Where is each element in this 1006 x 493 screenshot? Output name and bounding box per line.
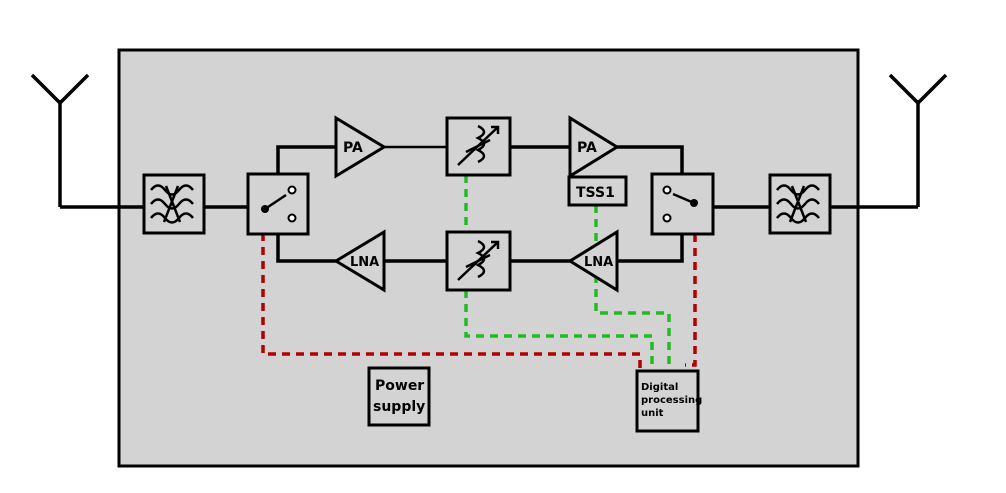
bandpass-filter-right-icon xyxy=(768,173,832,235)
dpu-label: Digital processing unit xyxy=(641,382,706,419)
control-line-tss xyxy=(594,205,671,371)
power-supply-line-1: Power xyxy=(375,378,424,394)
phase-shifter-bottom-icon xyxy=(445,230,512,292)
tss1-label: TSS1 xyxy=(576,185,615,201)
digital-processing-unit-block: Digital processing unit xyxy=(635,369,706,433)
power-amplifier-top: PA xyxy=(334,115,387,179)
tss1-block: TSS1 xyxy=(567,175,628,207)
rf-switch-right-icon xyxy=(650,172,715,236)
lna-left-label: LNA xyxy=(350,255,379,270)
power-amplifier-right: PA xyxy=(568,115,620,179)
lna-right-label: LNA xyxy=(584,255,613,270)
phase-shifter-top-icon xyxy=(445,116,512,177)
dpu-line-3: unit xyxy=(641,408,664,419)
low-noise-amplifier-left: LNA xyxy=(333,229,386,293)
power-supply-label: Power supply xyxy=(373,378,429,415)
dpu-line-1: Digital xyxy=(641,382,678,393)
power-supply-block: Power supply xyxy=(367,366,431,427)
bandpass-filter-left-icon xyxy=(142,173,206,235)
signal-wires xyxy=(60,145,918,263)
antenna-right-icon xyxy=(888,73,948,207)
control-line-switch-left xyxy=(261,177,642,371)
pa-top-label: PA xyxy=(343,140,363,156)
antenna-left-icon xyxy=(30,73,90,207)
power-supply-line-2: supply xyxy=(373,399,425,415)
rf-switch-left-icon xyxy=(246,172,310,236)
low-noise-amplifier-right: LNA xyxy=(567,229,619,293)
dpu-line-2: processing xyxy=(641,395,702,406)
pa-right-label: PA xyxy=(577,140,597,156)
control-line-switch-right xyxy=(685,234,697,367)
